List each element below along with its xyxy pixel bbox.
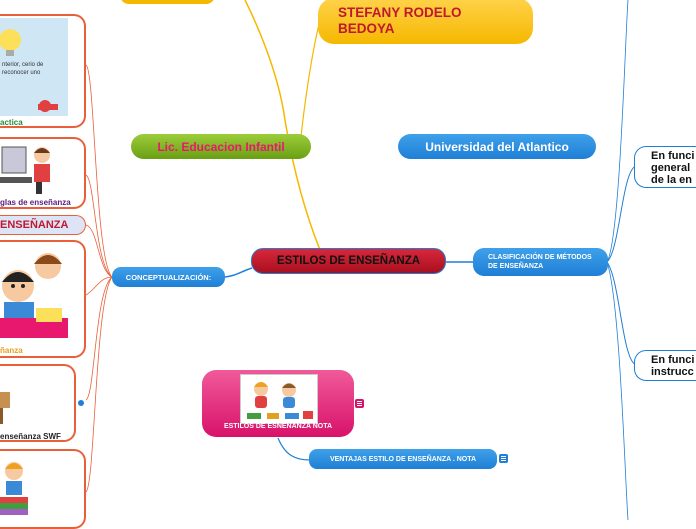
desk-illustration [0, 392, 10, 424]
children-illustration [240, 374, 318, 424]
estilos-nota-label: ESTILOS DE ESNEÑANZA NOTA [223, 423, 333, 430]
left-item-2[interactable]: glas de enseñanza [0, 137, 86, 209]
note-icon[interactable] [499, 454, 508, 463]
child-books-illustration [0, 462, 28, 515]
ventajas-node[interactable]: VENTAJAS ESTILO DE ENSEÑANZA . NOTA [309, 449, 497, 469]
left-item-1-snippet: nterior, cerio de reconocer uno [2, 62, 44, 76]
funcion-instruccion-node[interactable]: En funci instrucc [634, 350, 696, 381]
university-label: Universidad del Atlantico [425, 139, 569, 154]
central-label: ESTILOS DE ENSEÑANZA [276, 255, 421, 267]
left-item-4-caption: ñanza [0, 346, 23, 355]
left-item-5-caption: enseñanza SWF [0, 432, 61, 441]
left-item-4[interactable]: ñanza [0, 240, 86, 358]
note-icon[interactable] [355, 399, 364, 408]
left-item-1[interactable]: nterior, cerio de reconocer uno actica [0, 14, 86, 128]
left-item-2-caption: glas de enseñanza [0, 198, 71, 207]
left-item-6[interactable] [0, 449, 86, 529]
funcion-instruccion-label: En funci instrucc [651, 354, 695, 378]
left-item-1-caption: actica [0, 118, 23, 127]
partial-yellow-node[interactable] [120, 0, 215, 4]
central-topic[interactable]: ESTILOS DE ENSEÑANZA [251, 248, 446, 274]
clasificacion-node[interactable]: CLASIFICACIÓN DE MÉTODOS DE ENSEÑANZA [473, 248, 608, 276]
ventajas-label: VENTAJAS ESTILO DE ENSEÑANZA . NOTA [329, 455, 477, 463]
left-item-5[interactable]: enseñanza SWF [0, 364, 76, 442]
attachment-icon[interactable] [78, 400, 84, 406]
left-item-3[interactable]: ENSEÑANZA [0, 215, 86, 235]
university-node[interactable]: Universidad del Atlantico [398, 134, 596, 159]
conceptualizacion-label: CONCEPTUALIZACIÓN: [125, 272, 212, 282]
funcion-general-node[interactable]: En funci general de la en [634, 146, 696, 188]
degree-node[interactable]: Lic. Educacion Infantil [131, 134, 311, 159]
clasificacion-label: CLASIFICACIÓN DE MÉTODOS DE ENSEÑANZA [488, 254, 592, 270]
funcion-general-label: En funci general de la en [651, 150, 695, 186]
children-reading-illustration [0, 253, 68, 338]
estilos-nota-node[interactable]: ESTILOS DE ESNEÑANZA NOTA [202, 370, 354, 437]
left-item-3-label: ENSEÑANZA [0, 219, 69, 231]
conceptualizacion-node[interactable]: CONCEPTUALIZACIÓN: [112, 267, 225, 287]
lightbulb-illustration [0, 18, 68, 116]
author-node[interactable]: STEFANY RODELO BEDOYA [318, 0, 533, 44]
author-label: STEFANY RODELO BEDOYA [338, 5, 462, 36]
degree-label: Lic. Educacion Infantil [157, 139, 285, 154]
student-computer-illustration [0, 146, 50, 194]
